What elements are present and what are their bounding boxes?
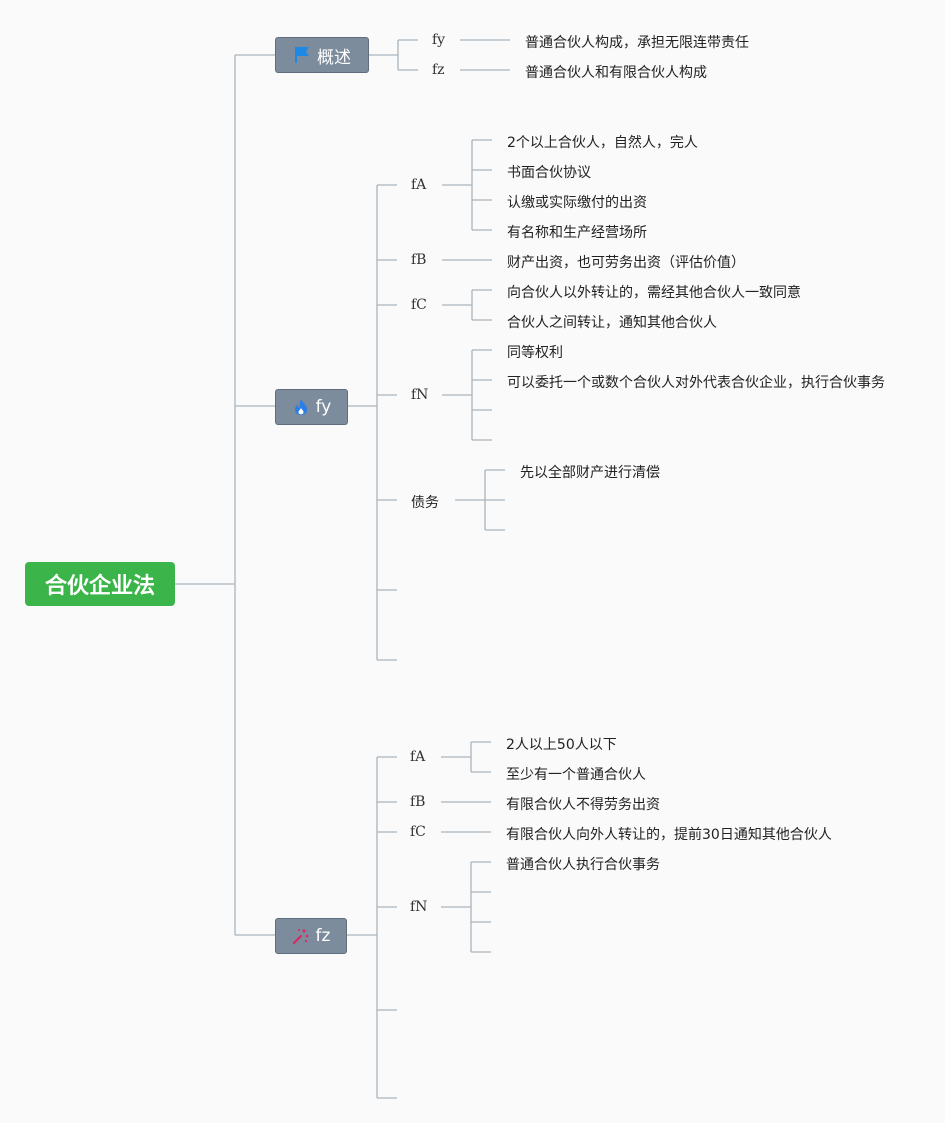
fz-fN-item: 普通合伙人执行合伙事务 (506, 857, 660, 873)
fy-fA-item: 2个以上合伙人，自然人，完人 (507, 135, 698, 151)
overview-label: 概述 (317, 47, 351, 68)
fy-debt-item: 先以全部财产进行清偿 (520, 465, 660, 481)
fz-fA-item: 2人以上50人以下 (506, 737, 617, 753)
fy-fN-label: fN (411, 387, 429, 403)
sparkle-icon (292, 927, 310, 945)
fz-label: fz (315, 926, 331, 946)
fz-fC-label: fC (410, 824, 426, 840)
fz-fA-item: 至少有一个普通合伙人 (506, 767, 646, 783)
flag-icon (293, 46, 311, 64)
overview-fz-label: fz (432, 62, 445, 78)
fy-fB-text: 财产出资，也可劳务出资（评估价值） (507, 255, 745, 271)
fy-fN-item: 同等权利 (507, 345, 563, 361)
fz-fA-label: fA (410, 749, 426, 765)
fy-fA-item: 书面合伙协议 (507, 165, 591, 181)
flame-icon (292, 398, 310, 416)
fy-fA-label: fA (411, 177, 427, 193)
fy-fA-item: 认缴或实际缴付的出资 (507, 195, 647, 211)
fy-fN-item: 可以委托一个或数个合伙人对外代表合伙企业，执行合伙事务 (507, 375, 885, 391)
overview-node[interactable]: 概述 (275, 37, 369, 73)
fy-fC-item: 合伙人之间转让，通知其他合伙人 (507, 315, 717, 331)
fy-fC-item: 向合伙人以外转让的，需经其他合伙人一致同意 (507, 285, 801, 301)
fy-debt-label: 债务 (411, 495, 439, 511)
fy-node[interactable]: fy (275, 389, 348, 425)
overview-fz-text: 普通合伙人和有限合伙人构成 (525, 65, 707, 81)
fy-fC-label: fC (411, 297, 427, 313)
fz-fB-text: 有限合伙人不得劳务出资 (506, 797, 660, 813)
root-node[interactable]: 合伙企业法 (25, 562, 175, 606)
fy-label: fy (315, 397, 332, 417)
overview-fy-label: fy (432, 32, 446, 48)
overview-fy-text: 普通合伙人构成，承担无限连带责任 (525, 35, 749, 51)
root-label: 合伙企业法 (44, 574, 155, 599)
fy-fA-item: 有名称和生产经营场所 (507, 225, 647, 241)
fy-fB-label: fB (411, 252, 427, 268)
fz-fN-label: fN (410, 899, 428, 915)
fz-fB-label: fB (410, 794, 426, 810)
fz-node[interactable]: fz (275, 918, 347, 954)
fz-fC-text: 有限合伙人向外人转让的，提前30日通知其他合伙人 (506, 827, 832, 843)
